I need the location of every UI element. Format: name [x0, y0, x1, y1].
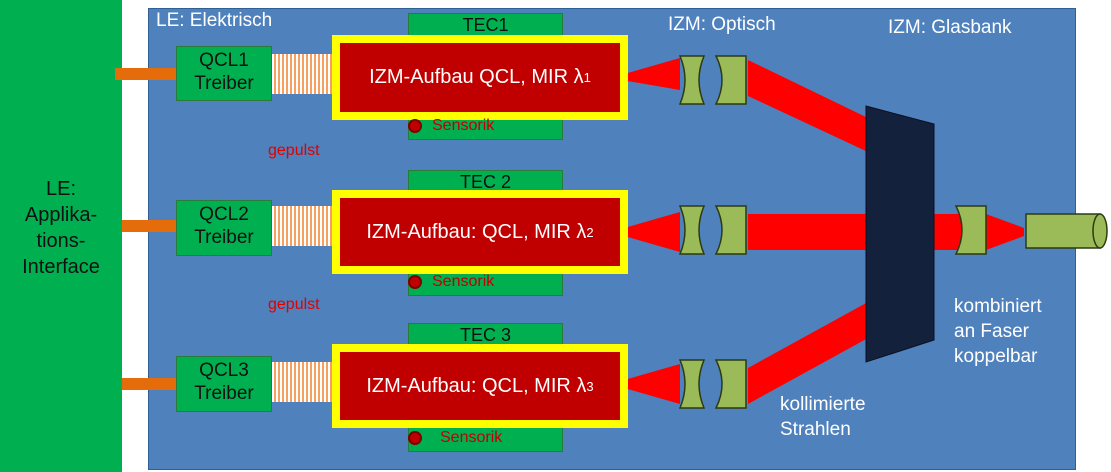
beam-collimated-2: [748, 214, 868, 250]
wavelength-subscript: 3: [586, 378, 594, 394]
wavelength-subscript: 1: [583, 70, 591, 85]
note-fiber-coupling: kombiniert an Faser koppelbar: [954, 296, 1042, 367]
sensor-label-channel-2: Sensorik: [432, 273, 495, 290]
beam-focus: [986, 214, 1024, 250]
beam-emit-3: [610, 364, 680, 404]
connector-channel-3: [122, 378, 177, 390]
fiber-connector: [1025, 213, 1108, 249]
driver-channel-3: QCL3 Treiber: [176, 356, 272, 412]
mode-label-channel-1: gepulst: [268, 142, 320, 159]
lens-pair-channel-2: [678, 205, 747, 255]
connector-channel-1: [115, 68, 177, 80]
qcl-module-label: IZM-Aufbau QCL, MIR λ: [369, 66, 584, 88]
beam-collimated-1: [748, 60, 868, 152]
tec-label-channel-3: TEC 3: [408, 323, 563, 347]
lens-pair-channel-3: [678, 359, 747, 409]
connector-channel-2: [122, 220, 177, 232]
note-collimated-beams: kollimierte Strahlen: [780, 394, 866, 440]
panel-label-bench: IZM: Glasbank: [888, 17, 1012, 38]
cable-coil-channel-1: [270, 54, 334, 94]
beam-combiner: [865, 105, 935, 363]
driver-channel-1: QCL1 Treiber: [176, 46, 272, 101]
sensor-label-channel-3: Sensorik: [440, 429, 503, 446]
application-interface-label: LE: Applika- tions- Interface: [22, 178, 100, 278]
beam-emit-1: [610, 58, 680, 90]
sensor-dot-icon: [408, 431, 422, 445]
beam-collimated-3: [748, 302, 868, 404]
panel-label-electric: LE: Elektrisch: [156, 10, 273, 31]
cable-coil-channel-3: [270, 362, 334, 402]
qcl-module-label: IZM-Aufbau: QCL, MIR λ: [366, 220, 587, 243]
driver-channel-2: QCL2 Treiber: [176, 200, 272, 256]
lens-output: [954, 205, 987, 255]
beam-emit-2: [610, 212, 680, 252]
sensor-dot-icon: [408, 275, 422, 289]
wavelength-subscript: 2: [586, 224, 594, 240]
application-interface-block: [0, 0, 122, 472]
qcl-module-label: IZM-Aufbau: QCL, MIR λ: [366, 374, 587, 397]
cable-coil-channel-2: [270, 206, 334, 246]
lens-pair-channel-1: [678, 55, 747, 105]
panel-label-optical: IZM: Optisch: [668, 14, 776, 35]
mode-label-channel-2: gepulst: [268, 296, 320, 313]
sensor-label-channel-1: Sensorik: [432, 117, 495, 134]
sensor-dot-icon: [408, 119, 422, 133]
tec-label-channel-1: TEC1: [408, 13, 563, 37]
